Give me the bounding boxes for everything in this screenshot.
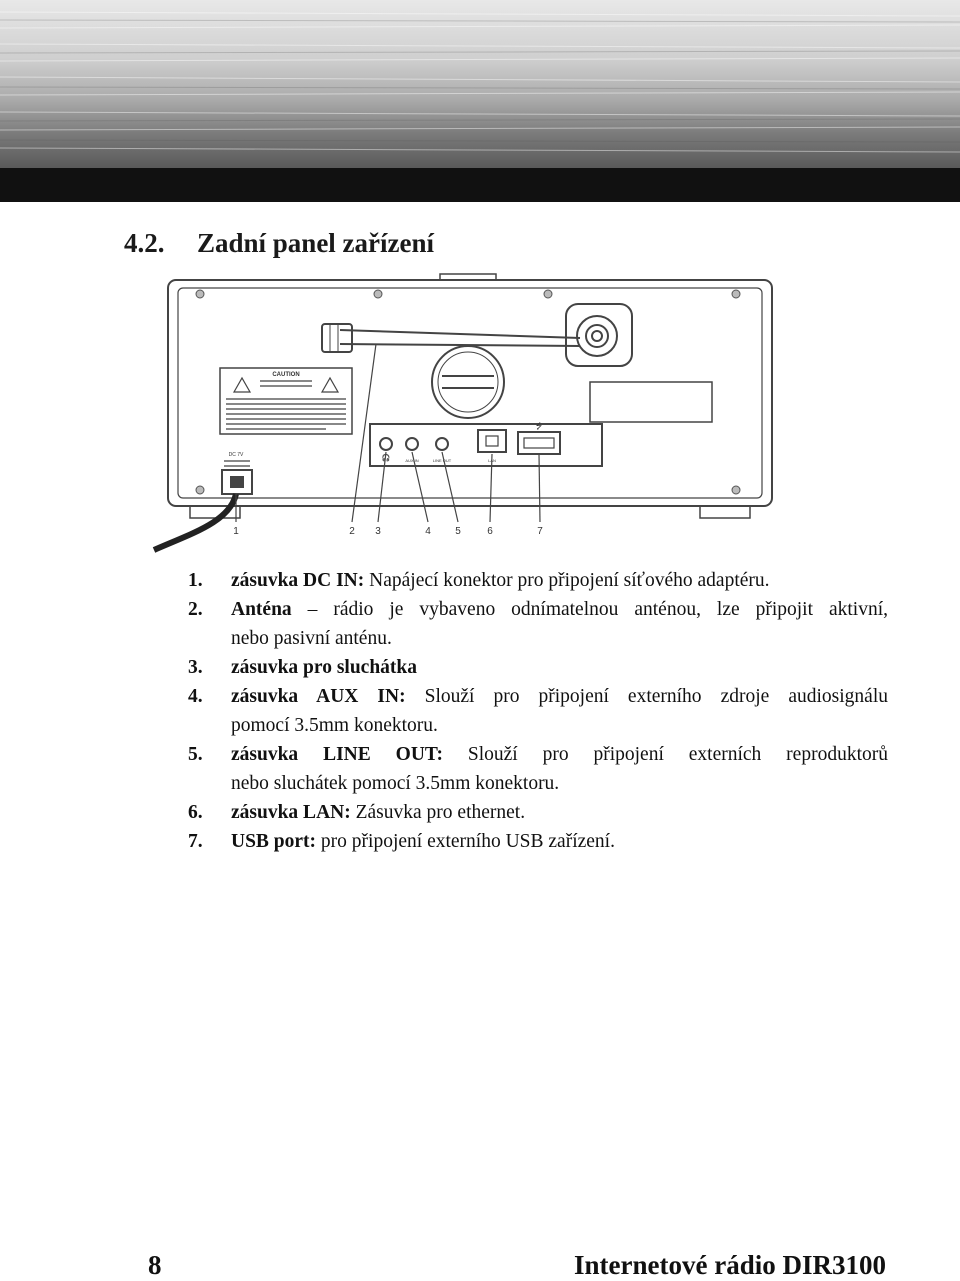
item-number: 3.	[188, 657, 203, 678]
rear-panel-diagram: CAUTION DC 7V 🎧 AUX IN LINE OUT LAN ⭍	[152, 273, 773, 553]
dc-label: DC 7V	[229, 452, 244, 458]
item-text: – rádio je vybaveno odnímatelnou anténou…	[291, 599, 888, 620]
section-number: 4.2.	[124, 228, 165, 258]
item-text: Zásuvka pro ethernet.	[350, 802, 526, 823]
callout-3: 3	[375, 526, 381, 537]
item-term: zásuvka DC IN:	[231, 570, 365, 591]
item-text-continued: nebo pasivní anténu.	[231, 628, 392, 649]
section-heading: 4.2. Zadní panel zařízení	[124, 228, 434, 259]
footer-title: Internetové rádio DIR3100	[574, 1250, 886, 1280]
aux-in-port-label: AUX IN	[405, 458, 418, 463]
line-out-port-label: LINE OUT	[433, 458, 452, 463]
list-item: 3. zásuvka pro sluchátka	[188, 653, 888, 682]
section-title: Zadní panel zařízení	[197, 228, 435, 258]
list-item: 7. USB port: pro připojení externího USB …	[188, 827, 888, 856]
item-number: 4.	[188, 686, 203, 707]
item-number: 5.	[188, 744, 203, 765]
callout-5: 5	[455, 526, 461, 537]
item-number: 1.	[188, 570, 203, 591]
footer-page-number: 8	[148, 1250, 162, 1280]
header-band	[0, 0, 960, 202]
item-text-continued: pomocí 3.5mm konektoru.	[231, 715, 438, 736]
callout-4: 4	[425, 526, 431, 537]
item-number: 7.	[188, 831, 203, 852]
item-term: Anténa	[231, 599, 292, 620]
callout-2: 2	[349, 526, 355, 537]
item-text-continued: nebo sluchátek pomocí 3.5mm konektoru.	[231, 773, 560, 794]
usb-icon: ⭍	[536, 422, 543, 431]
item-text: pro připojení externího USB zařízení.	[316, 831, 615, 852]
item-number: 6.	[188, 802, 203, 823]
callout-1: 1	[233, 526, 239, 537]
list-item: 2. Anténa – rádio je vybaveno odnímateln…	[188, 595, 888, 653]
callout-7: 7	[537, 526, 543, 537]
item-term: zásuvka LINE OUT:	[231, 744, 443, 765]
connector-list: 1. zásuvka DC IN: Napájecí konektor pro p…	[188, 566, 888, 856]
item-term: zásuvka LAN:	[231, 802, 351, 823]
item-term: USB port:	[231, 831, 317, 852]
list-item: 5. zásuvka LINE OUT: Slouží pro připojen…	[188, 740, 888, 798]
headphone-icon: 🎧	[382, 453, 391, 462]
item-term: zásuvka AUX IN:	[231, 686, 406, 707]
list-item: 4. zásuvka AUX IN: Slouží pro připojení …	[188, 682, 888, 740]
item-text: Slouží pro připojení externího zdroje au…	[405, 686, 888, 707]
callout-6: 6	[487, 526, 493, 537]
list-item: 6. zásuvka LAN: Zásuvka pro ethernet.	[188, 798, 888, 827]
list-item: 1. zásuvka DC IN: Napájecí konektor pro p…	[188, 566, 888, 595]
caution-label-title: CAUTION	[272, 372, 299, 378]
item-number: 2.	[188, 599, 203, 620]
item-term: zásuvka pro sluchátka	[231, 657, 418, 678]
item-text: Napájecí konektor pro připojení síťového…	[364, 570, 770, 591]
item-text: Slouží pro připojení externích reprodukt…	[442, 744, 888, 765]
